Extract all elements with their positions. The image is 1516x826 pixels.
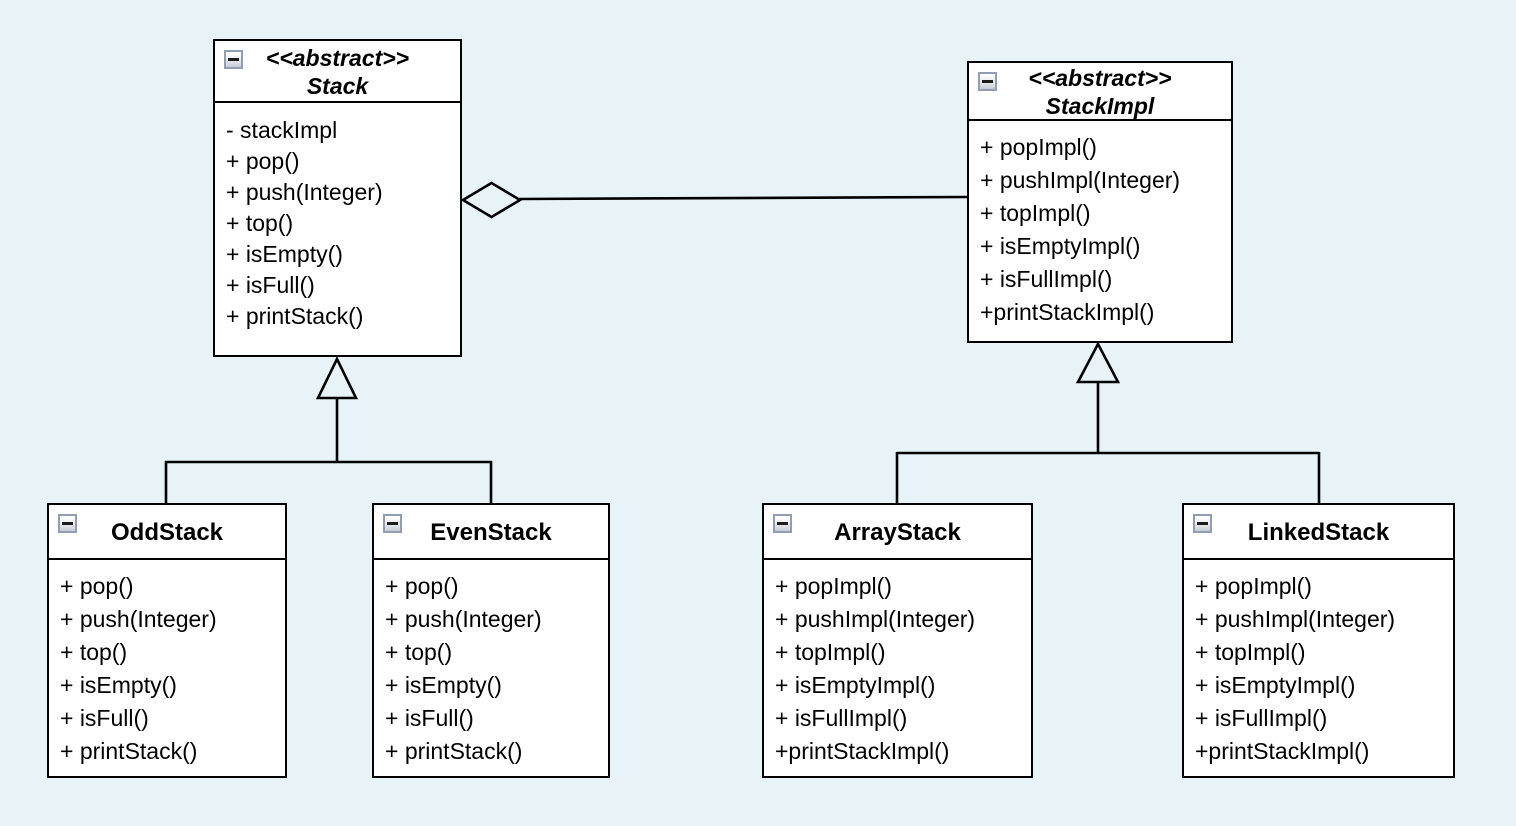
class-member: + topImpl() bbox=[775, 639, 886, 665]
collapse-icon[interactable] bbox=[1193, 514, 1212, 533]
class-member: + isEmptyImpl() bbox=[1195, 672, 1356, 698]
collapse-icon[interactable] bbox=[224, 50, 243, 69]
class-name: StackImpl bbox=[1045, 93, 1155, 119]
class-member: + popImpl() bbox=[1195, 573, 1312, 599]
class-name: ArrayStack bbox=[834, 519, 961, 546]
class-member: +printStackImpl() bbox=[980, 299, 1155, 325]
class-member: + printStack() bbox=[226, 303, 364, 329]
class-member: + push(Integer) bbox=[226, 179, 383, 205]
class-box-evenstack[interactable]: EvenStack + pop() + push(Integer) + top(… bbox=[372, 503, 610, 778]
class-member: + push(Integer) bbox=[60, 606, 217, 632]
class-member: + isFullImpl() bbox=[1195, 705, 1328, 731]
class-member: + isEmpty() bbox=[226, 241, 343, 267]
class-box-linkedstack[interactable]: LinkedStack + popImpl() + pushImpl(Integ… bbox=[1182, 503, 1455, 778]
class-member: + pop() bbox=[385, 573, 459, 599]
class-name: OddStack bbox=[110, 519, 224, 546]
class-member: + isFullImpl() bbox=[980, 266, 1113, 292]
class-stereotype: <<abstract>> bbox=[265, 45, 410, 71]
class-member: + isEmptyImpl() bbox=[980, 233, 1141, 259]
class-box-arraystack[interactable]: ArrayStack + popImpl() + pushImpl(Intege… bbox=[762, 503, 1033, 778]
class-member: + topImpl() bbox=[1195, 639, 1306, 665]
collapse-icon[interactable] bbox=[978, 72, 997, 91]
class-members: + popImpl() + pushImpl(Integer) + topImp… bbox=[1184, 560, 1453, 768]
minus-icon bbox=[62, 522, 73, 525]
class-box-stack[interactable]: <<abstract>> Stack - stackImpl + pop() +… bbox=[213, 39, 462, 357]
class-header: OddStack bbox=[49, 505, 285, 560]
class-name: LinkedStack bbox=[1247, 519, 1390, 546]
class-member: + isEmpty() bbox=[385, 672, 502, 698]
class-box-stackimpl[interactable]: <<abstract>> StackImpl + popImpl() + pus… bbox=[967, 61, 1233, 343]
class-member: - stackImpl bbox=[226, 117, 338, 143]
class-member: + isEmptyImpl() bbox=[775, 672, 936, 698]
class-member: + pushImpl(Integer) bbox=[1195, 606, 1396, 632]
class-member: + popImpl() bbox=[980, 134, 1097, 160]
class-members: + pop() + push(Integer) + top() + isEmpt… bbox=[374, 560, 608, 768]
aggregation-diamond[interactable] bbox=[460, 181, 523, 219]
minus-icon bbox=[982, 80, 993, 83]
class-member: + top() bbox=[385, 639, 453, 665]
class-stereotype: <<abstract>> bbox=[1028, 65, 1172, 91]
class-header: LinkedStack bbox=[1184, 505, 1453, 560]
class-box-oddstack[interactable]: OddStack + pop() + push(Integer) + top()… bbox=[47, 503, 287, 778]
aggregation-line[interactable] bbox=[518, 195, 969, 201]
class-member: + printStack() bbox=[60, 738, 198, 764]
minus-icon bbox=[228, 58, 239, 61]
class-member: + isEmpty() bbox=[60, 672, 177, 698]
class-member: + isFull() bbox=[60, 705, 149, 731]
class-member: + topImpl() bbox=[980, 200, 1091, 226]
collapse-icon[interactable] bbox=[58, 514, 77, 533]
generalization-arrow-stackimpl[interactable] bbox=[1075, 341, 1121, 384]
class-member: + pop() bbox=[226, 148, 300, 174]
class-member: + top() bbox=[226, 210, 294, 236]
class-header: EvenStack bbox=[374, 505, 608, 560]
class-member: + isFull() bbox=[226, 272, 315, 298]
class-member: + isFullImpl() bbox=[775, 705, 908, 731]
class-header: <<abstract>> Stack bbox=[215, 41, 460, 103]
class-member: + isFull() bbox=[385, 705, 474, 731]
minus-icon bbox=[1197, 522, 1208, 525]
class-member: + top() bbox=[60, 639, 128, 665]
class-members: + pop() + push(Integer) + top() + isEmpt… bbox=[49, 560, 285, 768]
class-member: +printStackImpl() bbox=[775, 738, 950, 764]
minus-icon bbox=[777, 522, 788, 525]
class-member: + printStack() bbox=[385, 738, 523, 764]
class-members: + popImpl() + pushImpl(Integer) + topImp… bbox=[969, 121, 1231, 329]
class-member: + popImpl() bbox=[775, 573, 892, 599]
generalization-arrow-stack[interactable] bbox=[315, 356, 359, 400]
class-name: EvenStack bbox=[430, 519, 552, 546]
collapse-icon[interactable] bbox=[383, 514, 402, 533]
class-header: <<abstract>> StackImpl bbox=[969, 63, 1231, 121]
minus-icon bbox=[387, 522, 398, 525]
class-member: + push(Integer) bbox=[385, 606, 542, 632]
class-member: + pop() bbox=[60, 573, 134, 599]
class-members: - stackImpl + pop() + push(Integer) + to… bbox=[215, 103, 460, 332]
collapse-icon[interactable] bbox=[773, 514, 792, 533]
class-member: + pushImpl(Integer) bbox=[980, 167, 1181, 193]
class-name: Stack bbox=[306, 73, 369, 99]
class-header: ArrayStack bbox=[764, 505, 1031, 560]
class-member: +printStackImpl() bbox=[1195, 738, 1370, 764]
class-member: + pushImpl(Integer) bbox=[775, 606, 976, 632]
class-members: + popImpl() + pushImpl(Integer) + topImp… bbox=[764, 560, 1031, 768]
